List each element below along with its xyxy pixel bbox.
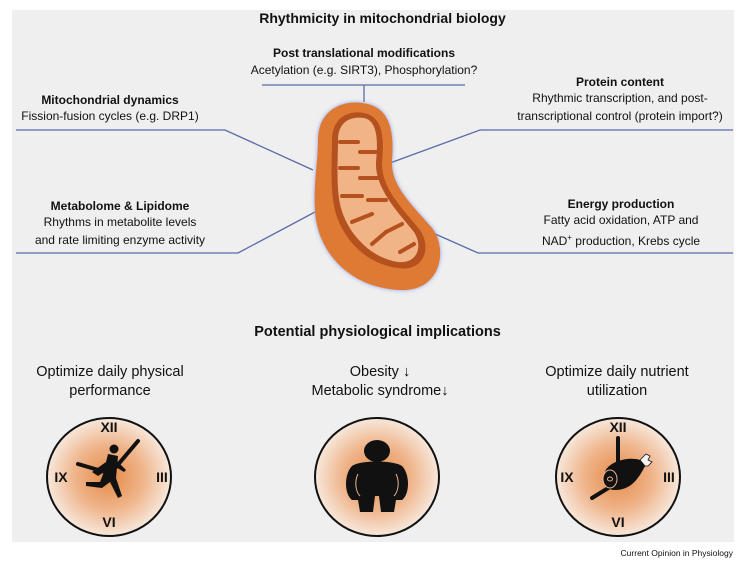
implication-nutrient-line2: utilization <box>586 383 648 399</box>
line-protein <box>389 129 733 164</box>
metabolome-text-line1: Rhythms in metabolite levels <box>43 215 197 229</box>
line-energy <box>432 232 733 254</box>
numeral-iii: III <box>663 469 675 485</box>
box-metabolome: Metabolome & Lipidome Rhythms in metabol… <box>10 199 230 249</box>
nad-text: NAD <box>541 234 568 248</box>
numeral-xii: XII <box>100 419 117 435</box>
obesity-text: Obesity <box>349 364 399 380</box>
implication-performance-line2: performance <box>69 383 151 399</box>
clock-meat-icon <box>555 417 681 537</box>
numeral-iii: III <box>156 469 168 485</box>
connector-lines <box>16 84 733 254</box>
box-energy: Energy production Fatty acid oxidation, … <box>510 197 732 250</box>
numeral-ix: IX <box>560 469 574 485</box>
mitochondrion-icon <box>314 102 441 291</box>
box-protein: Protein content Rhythmic transcription, … <box>505 75 735 125</box>
protein-text-line1: Rhythmic transcription, and post- <box>532 91 708 105</box>
box-dynamics: Mitochondrial dynamics Fission-fusion cy… <box>5 93 215 125</box>
implication-obesity-line1: Obesity ↓ <box>280 363 480 382</box>
implication-nutrient: Optimize daily nutrient utilization <box>517 363 717 401</box>
energy-text-line1: Fatty acid oxidation, ATP and <box>543 213 699 227</box>
protein-text-line2: transcriptional control (protein import?… <box>517 109 723 123</box>
ptm-heading: Post translational modifications <box>272 46 456 60</box>
down-arrow-icon: ↓ <box>441 383 449 399</box>
implications-heading: Potential physiological implications <box>254 324 501 340</box>
numeral-xii: XII <box>609 419 626 435</box>
figure-title: Rhythmicity in mitochondrial biology <box>259 10 506 26</box>
line-ptm <box>262 84 465 102</box>
protein-heading: Protein content <box>575 75 664 89</box>
dynamics-text: Fission-fusion cycles (e.g. DRP1) <box>21 109 199 123</box>
source-credit: Current Opinion in Physiology <box>620 548 733 558</box>
metabolome-heading: Metabolome & Lipidome <box>50 199 190 213</box>
metabolome-text-line2: and rate limiting enzyme activity <box>34 233 206 247</box>
energy-text-line2: NAD+ production, Krebs cycle <box>510 229 732 250</box>
dynamics-heading: Mitochondrial dynamics <box>41 93 179 107</box>
implication-performance-line1: Optimize daily physical <box>36 364 184 380</box>
metabolic-syndrome-text: Metabolic syndrome <box>311 383 442 399</box>
numeral-vi: VI <box>611 514 624 530</box>
implication-nutrient-line1: Optimize daily nutrient <box>545 364 689 380</box>
implication-performance: Optimize daily physical performance <box>10 363 210 401</box>
energy-text-rest: production, Krebs cycle <box>571 234 701 248</box>
numeral-vi: VI <box>102 514 115 530</box>
implication-obesity: Obesity ↓ Metabolic syndrome↓ <box>280 363 480 401</box>
implication-obesity-line2: Metabolic syndrome↓ <box>280 382 480 401</box>
down-arrow-icon: ↓ <box>402 364 411 380</box>
numeral-ix: IX <box>54 469 68 485</box>
clock-numerals: XII III VI IX XII III VI IX <box>54 419 674 530</box>
energy-heading: Energy production <box>567 197 675 211</box>
nad-superscript: + <box>567 233 572 242</box>
clock-runner-icon <box>46 417 172 537</box>
ptm-text: Acetylation (e.g. SIRT3), Phosphorylatio… <box>250 63 478 77</box>
line-metabolome <box>16 211 316 254</box>
line-dynamics <box>16 129 314 171</box>
obese-person-icon <box>314 417 440 537</box>
box-ptm: Post translational modifications Acetyla… <box>214 46 514 79</box>
